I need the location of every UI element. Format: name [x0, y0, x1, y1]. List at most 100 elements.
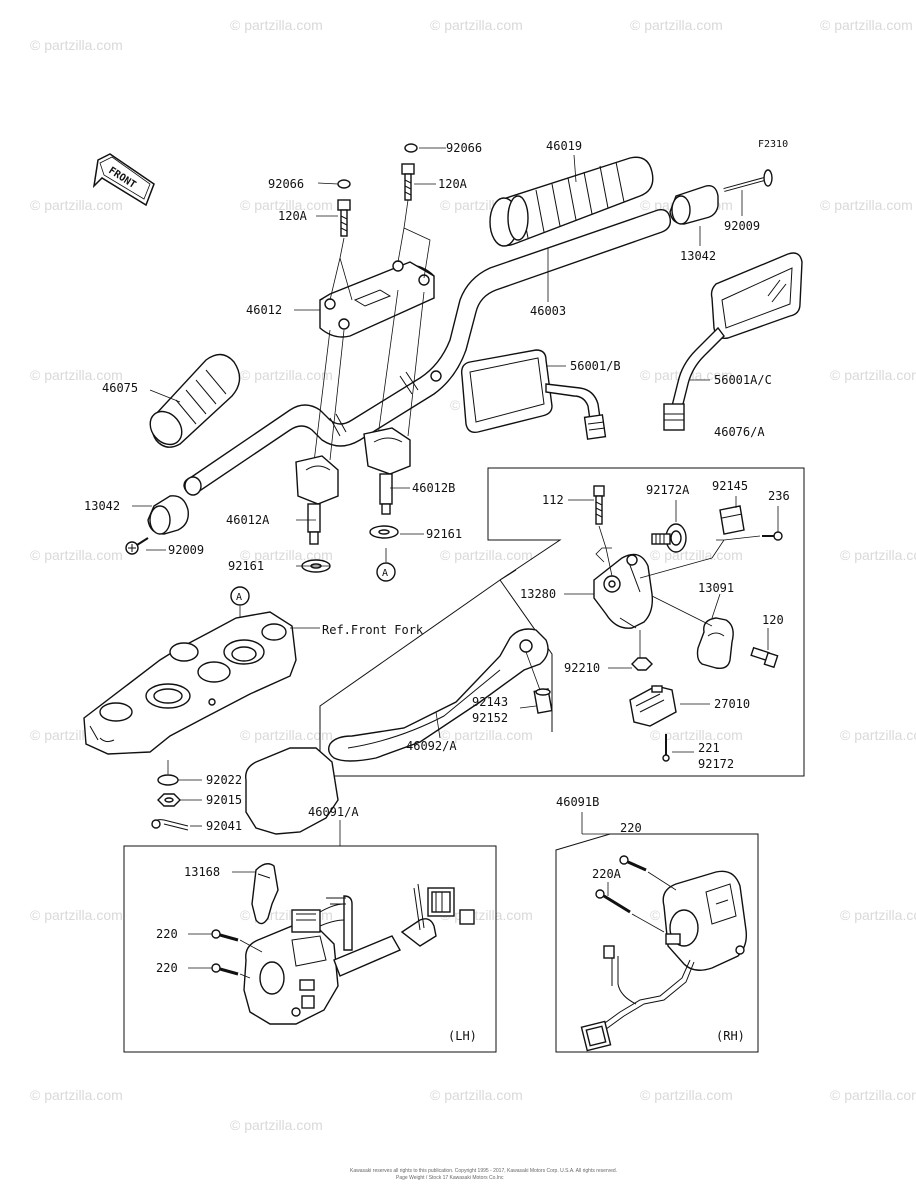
figure-code: F2310	[758, 139, 788, 150]
callout-120: 120	[762, 613, 784, 627]
screw-92009-left	[125, 537, 149, 555]
right-mirror-56001AC	[663, 252, 803, 431]
watermark: © partzilla.com	[650, 547, 743, 563]
watermark: © partzilla.com	[820, 197, 913, 213]
watermark: © partzilla.com	[640, 1087, 733, 1103]
callout-46075: 46075	[102, 381, 138, 395]
right-grip-46019	[489, 156, 654, 247]
clutch-lever-assembly-frame	[319, 467, 805, 777]
callout-27010: 27010	[714, 697, 750, 711]
callout-92009: 92009	[168, 543, 204, 557]
clutch-lever-46092A	[327, 628, 549, 762]
callout-56001AC: 56001A/C	[714, 373, 772, 387]
screw-220-right	[619, 855, 647, 872]
bolt-120A-right	[401, 163, 415, 201]
callout-92009: 92009	[724, 219, 760, 233]
callout-46012: 46012	[246, 303, 282, 317]
washer-92022	[157, 774, 179, 786]
callout-ref-front-fork: Ref.Front Fork	[322, 623, 424, 637]
callout-221: 221	[698, 741, 720, 755]
callout-220: 220	[156, 961, 178, 975]
left-grip-46075	[149, 353, 241, 448]
callout-56001B: 56001/B	[570, 359, 621, 373]
nut-92210	[631, 657, 653, 671]
washer-92066-top	[404, 143, 418, 153]
callout-46012A: 46012A	[226, 513, 270, 527]
callout-112: 112	[542, 493, 564, 507]
watermark: © partzilla.com	[840, 907, 916, 923]
ref-A-label: A	[382, 568, 388, 579]
watermark: © partzilla.com	[650, 727, 743, 743]
ref-A-label: A	[236, 592, 242, 603]
handlebar-46003	[183, 208, 672, 496]
lower-holder-46012B	[363, 427, 411, 515]
left-mirror-56001B	[460, 349, 607, 440]
callout-92210: 92210	[564, 661, 600, 675]
bar-end-13042-right	[669, 185, 719, 225]
callout-46003: 46003	[530, 304, 566, 318]
screw-220-a	[211, 929, 239, 942]
callout-92172: 92172	[698, 757, 734, 771]
watermark: © partzilla.com	[30, 197, 123, 213]
nut-92015	[157, 793, 181, 807]
screw-221	[662, 734, 670, 762]
screw-92009-right	[723, 169, 773, 192]
watermark: © partzilla.com	[240, 367, 333, 383]
callout-46091A: 46091/A	[308, 805, 359, 819]
watermark: © partzilla.com	[440, 727, 533, 743]
lever-bracket-13280	[593, 553, 654, 629]
lower-holder-46012A	[295, 455, 339, 545]
screw-236	[762, 531, 783, 541]
watermark: © partzilla.com	[240, 727, 333, 743]
handlebar-holder-46012	[319, 260, 435, 338]
screw-220-b	[211, 963, 239, 976]
bracket-13168	[251, 863, 279, 925]
watermark: © partzilla.com	[430, 17, 523, 33]
callout-46019: 46019	[546, 139, 582, 153]
reference-A-lower: A	[230, 586, 250, 606]
callout-92041: 92041	[206, 819, 242, 833]
bolt-120	[750, 646, 779, 669]
callout-46091B: 46091B	[556, 795, 599, 809]
copyright-line-2: Page Weight / Stock 17 Kawasaki Motors C…	[396, 1175, 504, 1181]
clutch-switch-27010	[629, 685, 677, 727]
callout-92161: 92161	[228, 559, 264, 573]
left-switch-frame	[123, 845, 497, 1053]
callout-46076A: 46076/A	[714, 425, 765, 439]
watermark-layer: © partzilla.com © partzilla.com © partzi…	[30, 17, 916, 1133]
bar-end-13042-left	[147, 495, 189, 535]
callout-220A: 220A	[592, 867, 622, 881]
right-switch-harness	[580, 945, 695, 1052]
callout-13042: 13042	[84, 499, 120, 513]
callout-92145: 92145	[712, 479, 748, 493]
washer-92066-left	[337, 179, 351, 189]
callout-236: 236	[768, 489, 790, 503]
callout-120A: 120A	[278, 209, 308, 223]
watermark: © partzilla.com	[240, 197, 333, 213]
left-handlebar-switch-46091A	[245, 747, 339, 835]
callout-46012B: 46012B	[412, 481, 455, 495]
bushing-92143	[533, 688, 553, 714]
watermark: © partzilla.com	[840, 547, 916, 563]
watermark: © partzilla.com	[30, 907, 123, 923]
watermark: © partzilla.com	[630, 17, 723, 33]
callout-13168: 13168	[184, 865, 220, 879]
callout-92015: 92015	[206, 793, 242, 807]
watermark: © partzilla.com	[230, 1117, 323, 1133]
cotter-pin-92041	[151, 819, 189, 831]
watermark: © partzilla.com	[820, 17, 913, 33]
callout-92161: 92161	[426, 527, 462, 541]
watermark: © partzilla.com	[30, 547, 123, 563]
bolt-120A-left	[337, 199, 351, 237]
callout-13042: 13042	[680, 249, 716, 263]
callout-220: 220	[156, 927, 178, 941]
right-handlebar-switch-46091B	[662, 870, 748, 971]
spring-92145	[719, 505, 745, 535]
callout-92022: 92022	[206, 773, 242, 787]
watermark: © partzilla.com	[440, 547, 533, 563]
screw-220A-right	[595, 889, 631, 914]
callout-13091: 13091	[698, 581, 734, 595]
watermark: © partzilla.com	[30, 1087, 123, 1103]
watermark: © partzilla.com	[30, 367, 123, 383]
watermark: © partzilla.com	[830, 367, 916, 383]
